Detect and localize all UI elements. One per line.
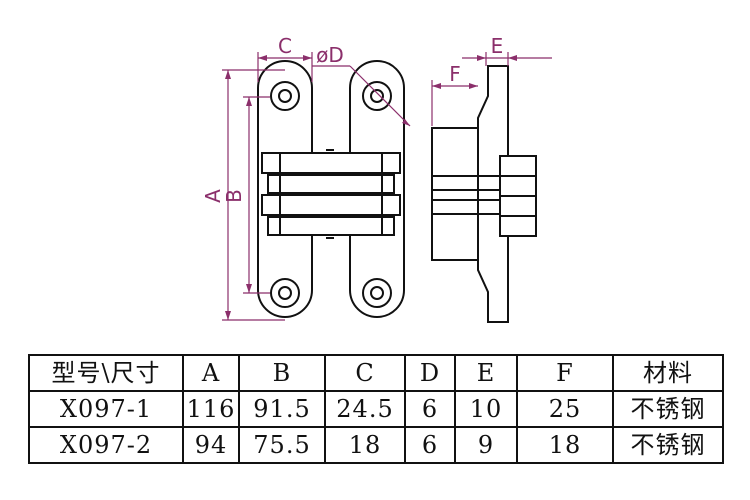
- header-cell: 型号\尺寸: [28, 354, 184, 392]
- hinge-right-leaf: [349, 60, 405, 318]
- hinge-drawing: A B C øD E F: [201, 34, 552, 323]
- table-cell: 6: [404, 390, 456, 428]
- header-cell: B: [238, 354, 326, 392]
- header-cell: A: [182, 354, 240, 392]
- dim-label-c: C: [278, 34, 292, 58]
- table-cell: 18: [516, 426, 614, 464]
- dim-label-f: F: [449, 62, 461, 86]
- table-cell: 116: [182, 390, 240, 428]
- table-cell: 6: [404, 426, 456, 464]
- table-header-row: 型号\尺寸 A B C D E F 材料: [28, 354, 724, 392]
- header-cell: E: [454, 354, 518, 392]
- header-cell: C: [324, 354, 406, 392]
- table-cell: 75.5: [238, 426, 326, 464]
- hinge-side-view: [431, 65, 537, 323]
- table-row: X097-1 116 91.5 24.5 6 10 25 不锈钢: [28, 390, 724, 428]
- dim-label-b: B: [222, 189, 246, 203]
- dim-label-a: A: [201, 189, 225, 203]
- header-cell: D: [404, 354, 456, 392]
- table-cell: 24.5: [324, 390, 406, 428]
- dim-label-e: E: [491, 34, 504, 58]
- table-row: X097-2 94 75.5 18 6 9 18 不锈钢: [28, 426, 724, 464]
- table-cell: 18: [324, 426, 406, 464]
- table-cell: 9: [454, 426, 518, 464]
- table-cell: 25: [516, 390, 614, 428]
- table-cell: 10: [454, 390, 518, 428]
- hinge-left-leaf: [257, 60, 313, 318]
- table-cell: X097-2: [28, 426, 184, 464]
- table-cell: 不锈钢: [612, 390, 724, 428]
- dim-label-d: øD: [316, 43, 344, 67]
- table-cell: 不锈钢: [612, 426, 724, 464]
- header-cell: 材料: [612, 354, 724, 392]
- spec-table: 型号\尺寸 A B C D E F 材料 X097-1 116 91.5 24.…: [28, 354, 724, 464]
- hinge-knuckles: [261, 149, 401, 239]
- table-cell: X097-1: [28, 390, 184, 428]
- table-cell: 91.5: [238, 390, 326, 428]
- table-cell: 94: [182, 426, 240, 464]
- header-cell: F: [516, 354, 614, 392]
